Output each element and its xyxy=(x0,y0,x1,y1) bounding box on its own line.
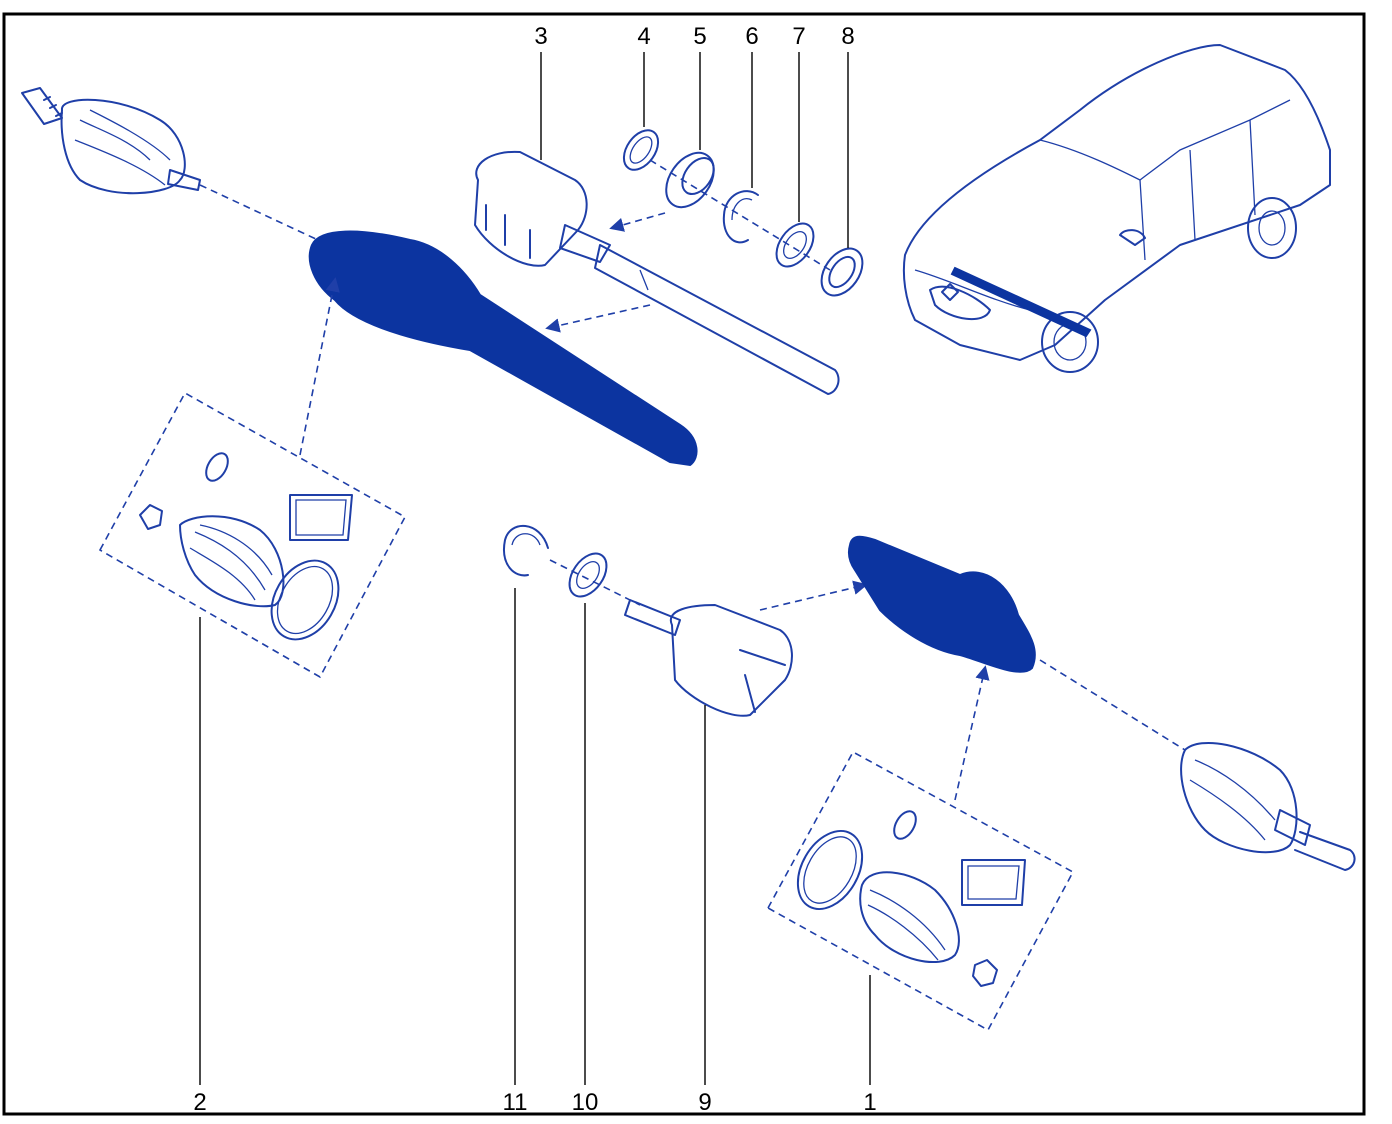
part-9-tripod-housing xyxy=(624,599,793,717)
diagram-frame xyxy=(2,12,1366,1116)
part-1-boot-kit xyxy=(766,750,1075,1032)
part-2-boot-kit xyxy=(98,391,407,679)
callout-9: 9 xyxy=(698,1089,711,1116)
part-7-washer xyxy=(775,222,815,268)
part-5-bearing xyxy=(665,151,715,209)
callout-4: 4 xyxy=(637,23,650,50)
callout-7: 7 xyxy=(792,23,805,50)
callout-8: 8 xyxy=(841,23,854,50)
part-11-snap-ring xyxy=(503,524,549,577)
right-driveshaft-outer-joint xyxy=(1039,659,1356,871)
callout-1: 1 xyxy=(863,1089,876,1116)
callout-5: 5 xyxy=(693,23,706,50)
right-driveshaft-assembly xyxy=(847,535,1036,673)
callout-3: 3 xyxy=(534,23,547,50)
part-6-snap-ring xyxy=(722,190,759,244)
callout-2: 2 xyxy=(193,1089,206,1116)
left-driveshaft-assembly xyxy=(308,230,698,467)
callout-6: 6 xyxy=(745,23,758,50)
vehicle-illustration xyxy=(902,44,1331,373)
callout-11: 11 xyxy=(503,1089,528,1116)
part-10-washer xyxy=(568,552,608,598)
part-3-tripod-housing-shaft xyxy=(474,150,840,395)
part-4-circlip xyxy=(622,129,660,171)
part-8-oil-seal xyxy=(820,247,864,297)
left-driveshaft-outer-joint xyxy=(21,87,319,241)
callout-10: 10 xyxy=(572,1089,599,1116)
